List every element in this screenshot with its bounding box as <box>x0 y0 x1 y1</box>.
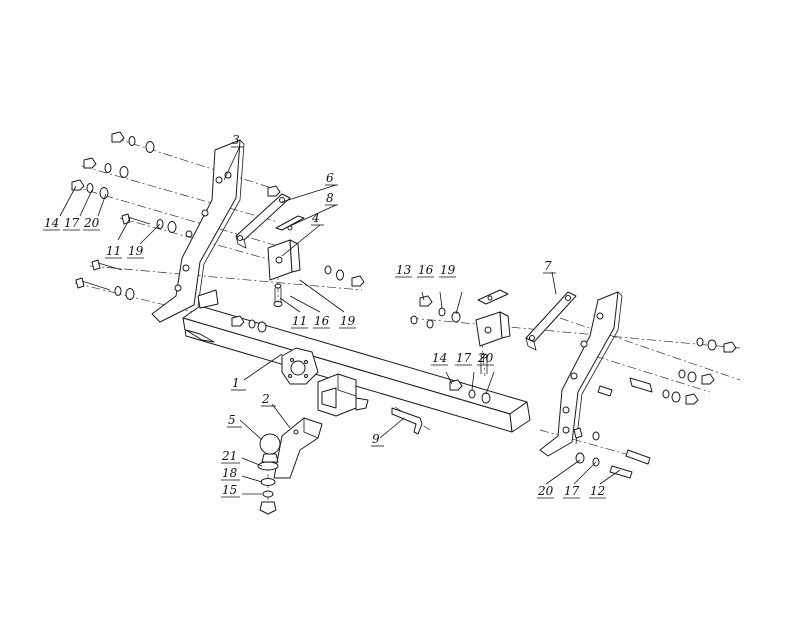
middle-bracket <box>410 289 511 404</box>
ball-mount-2 <box>273 417 323 479</box>
callout-17-left: 17 <box>64 216 80 230</box>
plate-7 <box>525 291 577 351</box>
callout-14-right: 14 <box>432 351 447 365</box>
callout-7: 7 <box>544 259 552 273</box>
callout-20-mid: 20 <box>477 351 494 365</box>
callout-1: 1 <box>232 376 240 390</box>
callout-17-right: 17 <box>564 484 580 498</box>
callout-16-right: 16 <box>418 263 434 277</box>
callout-17-mid: 17 <box>456 351 472 365</box>
callout-leaders <box>59 145 621 495</box>
callout-16-mid: 16 <box>314 314 330 328</box>
callout-4: 4 <box>311 211 320 225</box>
callout-11-mid: 11 <box>292 314 307 328</box>
right-side-bracket <box>539 291 623 457</box>
callout-13: 13 <box>396 263 412 277</box>
callout-6: 6 <box>326 171 334 185</box>
callout-labels: 3 6 8 4 7 1 2 5 9 11 19 14 17 20 11 16 1… <box>43 133 606 499</box>
receiver-box <box>317 373 369 417</box>
tow-ball-5 <box>257 433 281 515</box>
callout-19-left: 19 <box>128 244 144 258</box>
callout-5: 5 <box>228 413 236 427</box>
callout-18: 18 <box>222 466 238 480</box>
right-fasteners <box>573 337 737 479</box>
callout-19-mid: 19 <box>340 314 356 328</box>
plate-6 <box>235 193 291 249</box>
left-side-bracket <box>151 139 245 323</box>
callout-15: 15 <box>222 483 237 497</box>
main-cross-tube <box>182 289 531 433</box>
callout-8: 8 <box>326 191 334 205</box>
bracket-4 <box>267 215 305 281</box>
callout-3: 3 <box>232 133 240 147</box>
callout-20-left: 20 <box>83 216 100 230</box>
callout-2: 2 <box>261 392 270 406</box>
left-fasteners <box>71 131 365 307</box>
callout-21: 21 <box>221 449 237 463</box>
callout-20-right: 20 <box>537 484 554 498</box>
callout-14-left: 14 <box>44 216 59 230</box>
callout-11-left: 11 <box>106 244 121 258</box>
hitch-pin-9 <box>391 407 423 435</box>
callout-19-right: 19 <box>440 263 456 277</box>
callout-9: 9 <box>372 432 380 446</box>
tow-plate <box>281 347 319 385</box>
callout-12: 12 <box>590 484 605 498</box>
